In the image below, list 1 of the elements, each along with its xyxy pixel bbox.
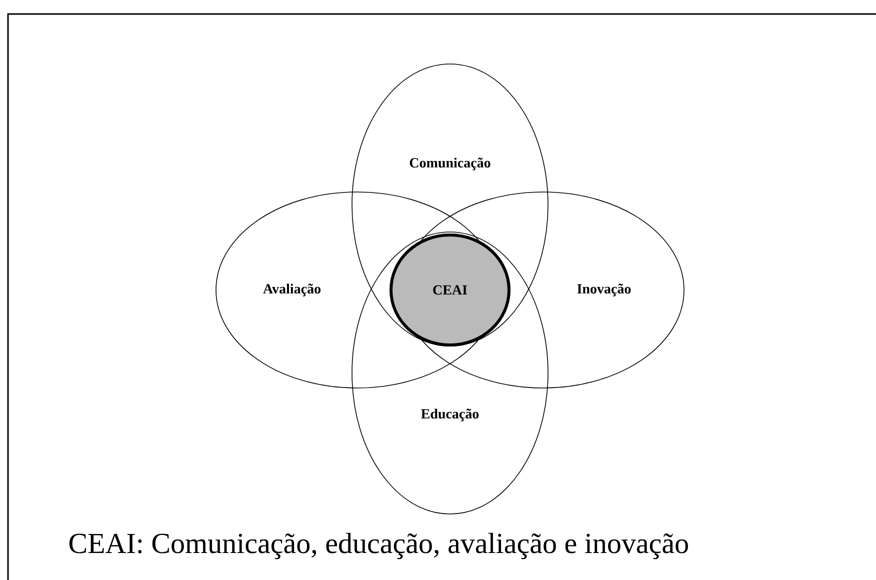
caption: CEAI: Comunicação, educação, avaliação e inovação: [69, 532, 688, 560]
